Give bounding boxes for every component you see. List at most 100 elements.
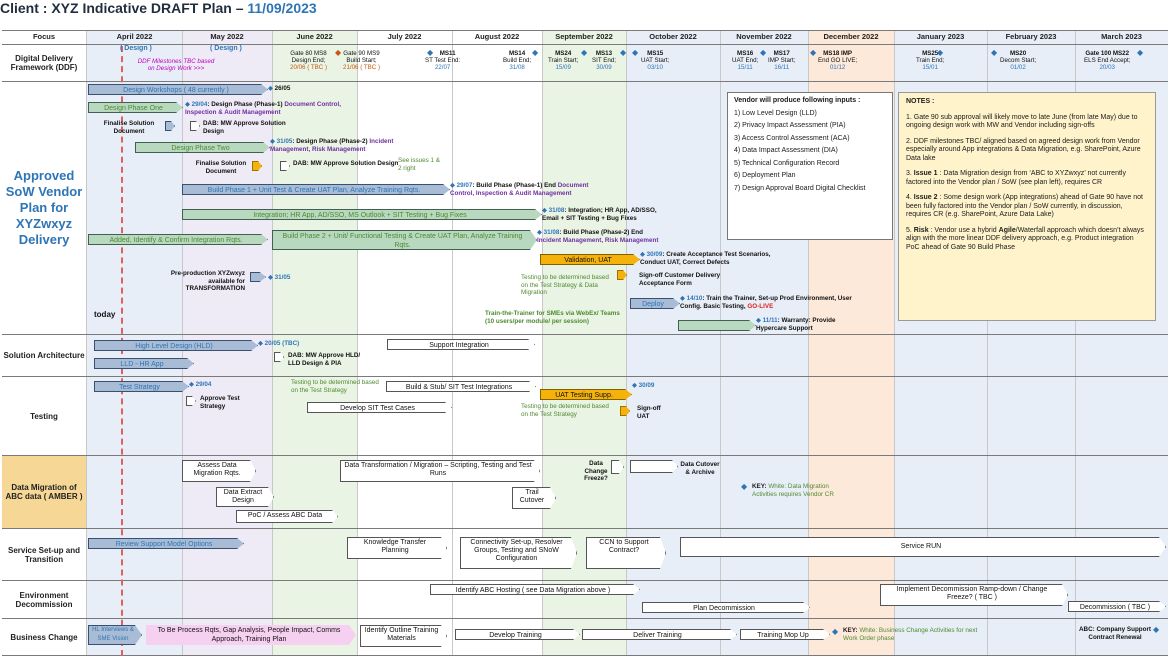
vendor-item: 6) Deployment Plan [734,172,796,179]
develop-sit-bar: Develop SIT Test Cases [307,402,452,413]
focus-testing: Testing [2,377,86,455]
col-divider [808,30,809,656]
chevron-icon [280,161,290,171]
milestone-text: ◆ 29/07: Build Phase (Phase-1) End Docum… [450,182,589,197]
chevron-icon [165,121,175,131]
ms24-sub: Train Start; [548,57,579,64]
ms25-date: 15/01 [922,64,938,71]
chevron-icon [186,396,196,406]
finalise2-text: Finalise Solution Document [195,160,247,175]
milestone-text: ◆ 31/08: Build Phase (Phase-2) End Incid… [537,229,659,244]
focus-approved: Approved SoW Vendor Plan for XYZwxyz Del… [2,82,86,334]
dw-date: 26/05 [274,85,291,92]
poc-box: PoC / Assess ABC Data [236,510,338,523]
ms11-sub: ST Test End: [425,57,461,64]
bp1-date: 29/07 [456,182,473,189]
tbd1-text: Testing to be determined based on the Te… [291,379,379,394]
chevron-icon [611,460,624,474]
note-4-text: : Some design work (App integrations) ah… [906,194,1144,218]
header-month: August 2022 [474,32,520,41]
service-run-bar: Service RUN [680,537,1166,557]
milestone-ms17: MS17 IMP Start; 16/11 [768,50,795,71]
today-line [121,46,123,656]
title-prefix: Client : XYZ Indicative DRAFT Plan – [0,0,248,16]
bp2-date: 31/08 [543,229,560,236]
milestone-text: ◆ 30/09 [632,382,655,389]
milestone-text: ◆ 31/05 [268,274,291,281]
note-5-num: 5. [906,226,914,234]
diamond-icon: ◆ [810,48,817,57]
design-workshops-bar: Design Workshops ( 48 currently ) [88,84,268,95]
bp2-purple: Incident Management, Risk Management [537,236,659,244]
trail-cutover-box: Trail Cutover [512,487,556,509]
chevron-icon [252,161,262,171]
ms8-sub: Design End; [291,57,326,64]
header-month: May 2022 [210,32,244,41]
dp2-text: : Design Phase (Phase-2) [292,138,368,145]
warranty-text: : Warranty: Provide Hypercare Support [756,317,836,332]
deliver-training-bar: Deliver Training [582,629,737,640]
header-month: September 2022 [555,32,613,41]
diamond-icon: ◆ [760,48,767,57]
cutover-arrow [630,460,678,473]
added-integration-bar: Added, Identify & Confirm Integration Rq… [88,234,268,245]
note-4-num: 4. [906,194,914,201]
milestone-ms9: Gate 90 MS9 Build Start; 21/06 ( TBC ) [343,50,380,71]
ms22-label: Gate 100 MS22 [1085,50,1130,57]
vendor-heading: Vendor will produce following inputs : [734,97,861,104]
see-issues-text: See issues 1 & 2 right [398,157,441,172]
migration-key-label: KEY: [752,483,767,490]
dab1-text: DAB: MW Approve Solution Design [203,120,286,135]
training-mopup-bar: Training Mop Up [740,629,830,640]
business-key: KEY: White: Business Change Activities f… [843,627,983,642]
milestone-text: ◆ 30/09: Create Acceptance Test Scenario… [640,251,771,266]
row-divider [2,376,1168,377]
preprod-date: 31/05 [274,274,291,281]
ms18-date: 01/12 [829,64,846,71]
ms15-sub: UAT Start; [641,57,670,64]
diamond-icon: ◆ [937,48,944,57]
ms25-label: MS25 [922,50,939,57]
header-month: January 2023 [916,32,965,41]
ms22-sub: ELS End Accept; [1084,57,1131,64]
vendor-item: 3) Access Control Assessment (ACA) [734,134,850,142]
note-5-text: : Vendor use a hybrid [928,226,999,234]
note-3-bold: Issue 1 [913,170,938,177]
val-date: 30/09 [646,251,663,258]
col-divider [894,30,895,656]
finalise1-text: Finalise Solution Document [103,120,155,135]
dab2-text: DAB: MW Approve Solution Design [293,160,399,167]
test-strategy-bar: Test Strategy [94,381,189,392]
build-phase1-bar: Build Phase 1 + Unit Test & Create UAT P… [182,184,450,195]
ms17-label: MS17 [773,50,790,57]
note-4-bold: Issue 2 [913,194,938,201]
signoff-text: Sign-off Customer Delivery Acceptance Fo… [639,272,721,287]
identify-hosting-bar: Identify ABC Hosting ( see Data Migratio… [430,584,640,595]
hld-date: 20/05 (TBC) [264,340,300,347]
int-date: 31/08 [548,207,565,214]
chevron-icon [620,406,630,416]
focus-migration: Data Migration of ABC data ( AMBER ) [2,456,86,528]
row-divider [2,528,1168,529]
vendor-item: 4) Data Impact Assessment (DIA) [734,147,838,154]
uat-date: 30/09 [638,382,655,389]
focus-ddf: Digital Delivery Framework (DDF) [2,45,86,81]
milestone-text: ◆ 31/05: Design Phase (Phase-2) Incident… [270,138,394,153]
ccn-box: CCN to Support Contract? [586,537,666,569]
row-divider [2,618,1168,619]
signoff-uat-text: Sign-off UAT [637,405,661,420]
chevron-icon [250,272,266,282]
notes-heading: NOTES : [906,98,935,105]
design-label: ( Design ) [210,45,242,52]
ms14-label: MS14 [509,50,526,57]
ms20-date: 01/02 [1010,64,1026,71]
ms9-sub: Build Start; [346,57,377,64]
col-divider [720,30,721,656]
int-text: : Integration; HR App, AD/SSO, Email + S… [542,207,657,222]
vendor-item: 5) Technical Configuration Record [734,159,840,167]
migration-key-text: White: Data Migration Activities require… [752,483,834,498]
ms17-date: 16/11 [774,64,790,71]
plan-decommission-bar: Plan Decommission [642,602,810,613]
ms14-sub: Build End; [503,57,532,64]
diamond-icon: ◆ [1137,48,1144,57]
